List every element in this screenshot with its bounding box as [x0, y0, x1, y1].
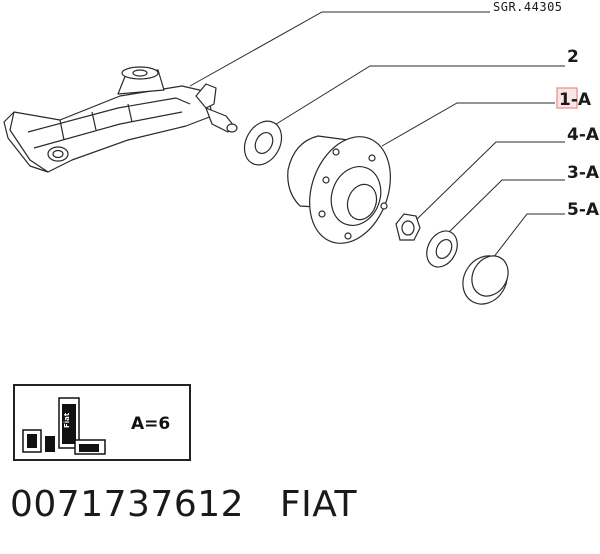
trailing-arm	[3, 66, 238, 173]
dust-cap	[462, 255, 509, 305]
svg-text:Fiat: Fiat	[63, 412, 71, 428]
callout-1a: 1-A	[559, 90, 592, 110]
wheel-hub	[287, 135, 391, 244]
brand-name: FIAT	[279, 484, 358, 525]
leader-lines	[189, 11, 565, 259]
washer-2	[243, 120, 283, 166]
callout-2: 2	[567, 47, 579, 67]
reference-code: SGR.44305	[493, 0, 563, 14]
leader-reference	[189, 11, 490, 87]
part-number-footer: 0071737612 FIAT	[10, 484, 357, 525]
packaged-parts-icon: Fiat	[22, 397, 106, 455]
part-number: 0071737612	[10, 484, 245, 525]
leader-2	[272, 65, 565, 127]
legend-quantity: A=6	[131, 414, 171, 434]
leader-3a	[444, 179, 565, 237]
leader-1a	[381, 102, 555, 147]
leader-5a	[492, 213, 565, 259]
washer-3a	[426, 230, 458, 268]
hub-nut	[395, 213, 421, 241]
callout-5a: 5-A	[567, 200, 600, 220]
callout-highlight	[556, 87, 578, 109]
quantity-legend: Fiat A=6	[13, 384, 191, 461]
callout-4a: 4-A	[567, 125, 600, 145]
leader-4a	[413, 141, 565, 223]
callout-3a: 3-A	[567, 163, 600, 183]
